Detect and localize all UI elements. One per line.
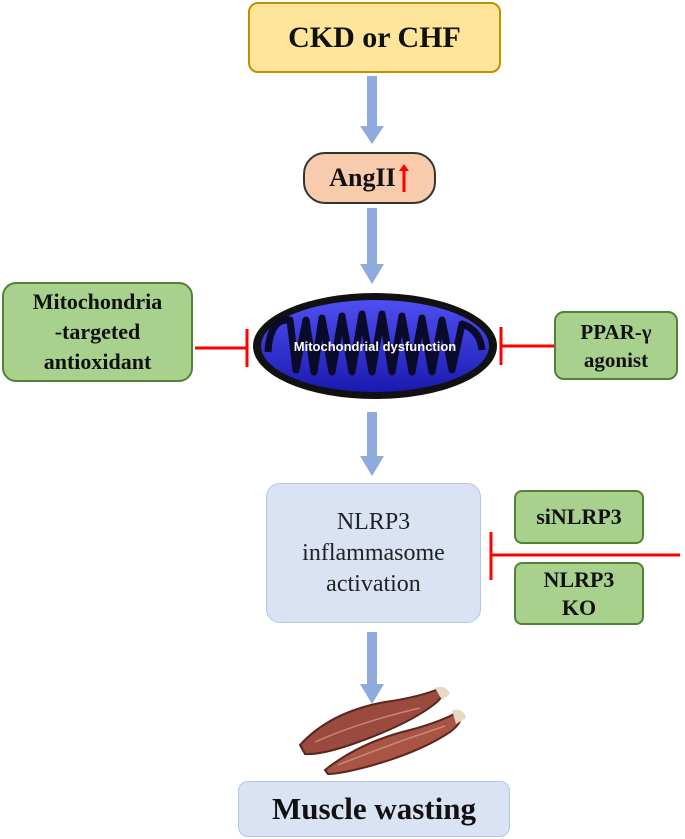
mitochondria-antioxidant-node: Mitochondria -targeted antioxidant bbox=[2, 282, 193, 382]
sinlrp3-label: siNLRP3 bbox=[536, 504, 622, 529]
nlrp3-ko-label: NLRP3 KO bbox=[543, 566, 615, 620]
mito-dysfunction-label: Mitochondrial dysfunction bbox=[293, 338, 457, 354]
arrow-ckd-to-angii bbox=[360, 76, 384, 144]
arrow-angii-to-mito bbox=[360, 208, 384, 284]
angii-label: AngII bbox=[329, 163, 396, 192]
nlrp3-activation-node: NLRP3 inflammasome activation bbox=[266, 483, 481, 623]
ckd-chf-label: CKD or CHF bbox=[288, 20, 461, 54]
mito-dysfunction-label-wrap: Mitochondrial dysfunction bbox=[253, 331, 497, 361]
mitochondrion-icon bbox=[253, 293, 497, 399]
ppar-agonist-node: PPAR-γ agonist bbox=[554, 311, 678, 380]
muscle-wasting-label: Muscle wasting bbox=[271, 791, 477, 826]
inhibit-antioxidant-mito bbox=[195, 329, 249, 367]
up-arrow-icon bbox=[398, 164, 409, 192]
ppar-agonist-label: PPAR-γ agonist bbox=[580, 319, 652, 372]
arrow-mito-to-nlrp3 bbox=[360, 412, 384, 476]
inhibit-ppar-mito bbox=[499, 327, 554, 365]
arrow-nlrp3-to-muscle bbox=[360, 632, 384, 704]
sinlrp3-node: siNLRP3 bbox=[514, 490, 644, 544]
muscle-wasting-node: Muscle wasting bbox=[238, 781, 510, 837]
mitochondria-antioxidant-label: Mitochondria -targeted antioxidant bbox=[32, 289, 163, 374]
muscle-illustration-icon bbox=[298, 686, 466, 776]
angii-node: AngII bbox=[303, 152, 436, 204]
inhibit-nlrp3-activation bbox=[489, 532, 680, 580]
nlrp3-ko-node: NLRP3 KO bbox=[514, 562, 644, 625]
ckd-chf-node: CKD or CHF bbox=[248, 2, 501, 73]
nlrp3-activation-label: NLRP3 inflammasome activation bbox=[302, 508, 445, 597]
